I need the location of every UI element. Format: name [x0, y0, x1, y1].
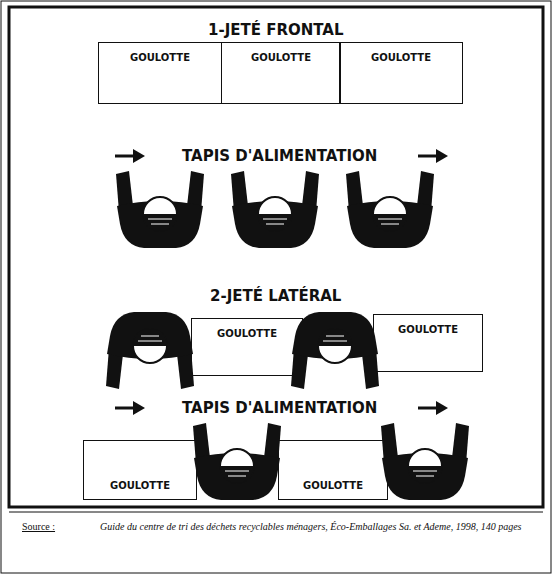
chute-box: GOULOTTE	[339, 42, 463, 104]
section-title: 2-JETÉ LATÉRAL	[210, 287, 341, 305]
section-title: 1-JETÉ FRONTAL	[208, 21, 344, 39]
chute-box: GOULOTTE	[191, 318, 303, 376]
chute-box: GOULOTTE	[373, 314, 483, 372]
chute-box: GOULOTTE	[98, 42, 222, 104]
chute-box: GOULOTTE	[83, 440, 197, 500]
source-label: Source :	[22, 521, 55, 532]
conveyor-label: TAPIS D'ALIMENTATION	[182, 399, 377, 417]
conveyor-label: TAPIS D'ALIMENTATION	[182, 147, 377, 165]
chute-label: GOULOTTE	[374, 324, 482, 335]
chute-label: GOULOTTE	[340, 52, 462, 63]
chute-label: GOULOTTE	[222, 52, 340, 63]
source-caption: Guide du centre de tri des déchets recyc…	[100, 520, 530, 533]
chute-box: GOULOTTE	[278, 440, 388, 500]
chute-label: GOULOTTE	[84, 480, 196, 491]
chute-label: GOULOTTE	[279, 480, 387, 491]
chute-box: GOULOTTE	[221, 42, 341, 104]
chute-label: GOULOTTE	[99, 52, 221, 63]
chute-label: GOULOTTE	[192, 328, 302, 339]
